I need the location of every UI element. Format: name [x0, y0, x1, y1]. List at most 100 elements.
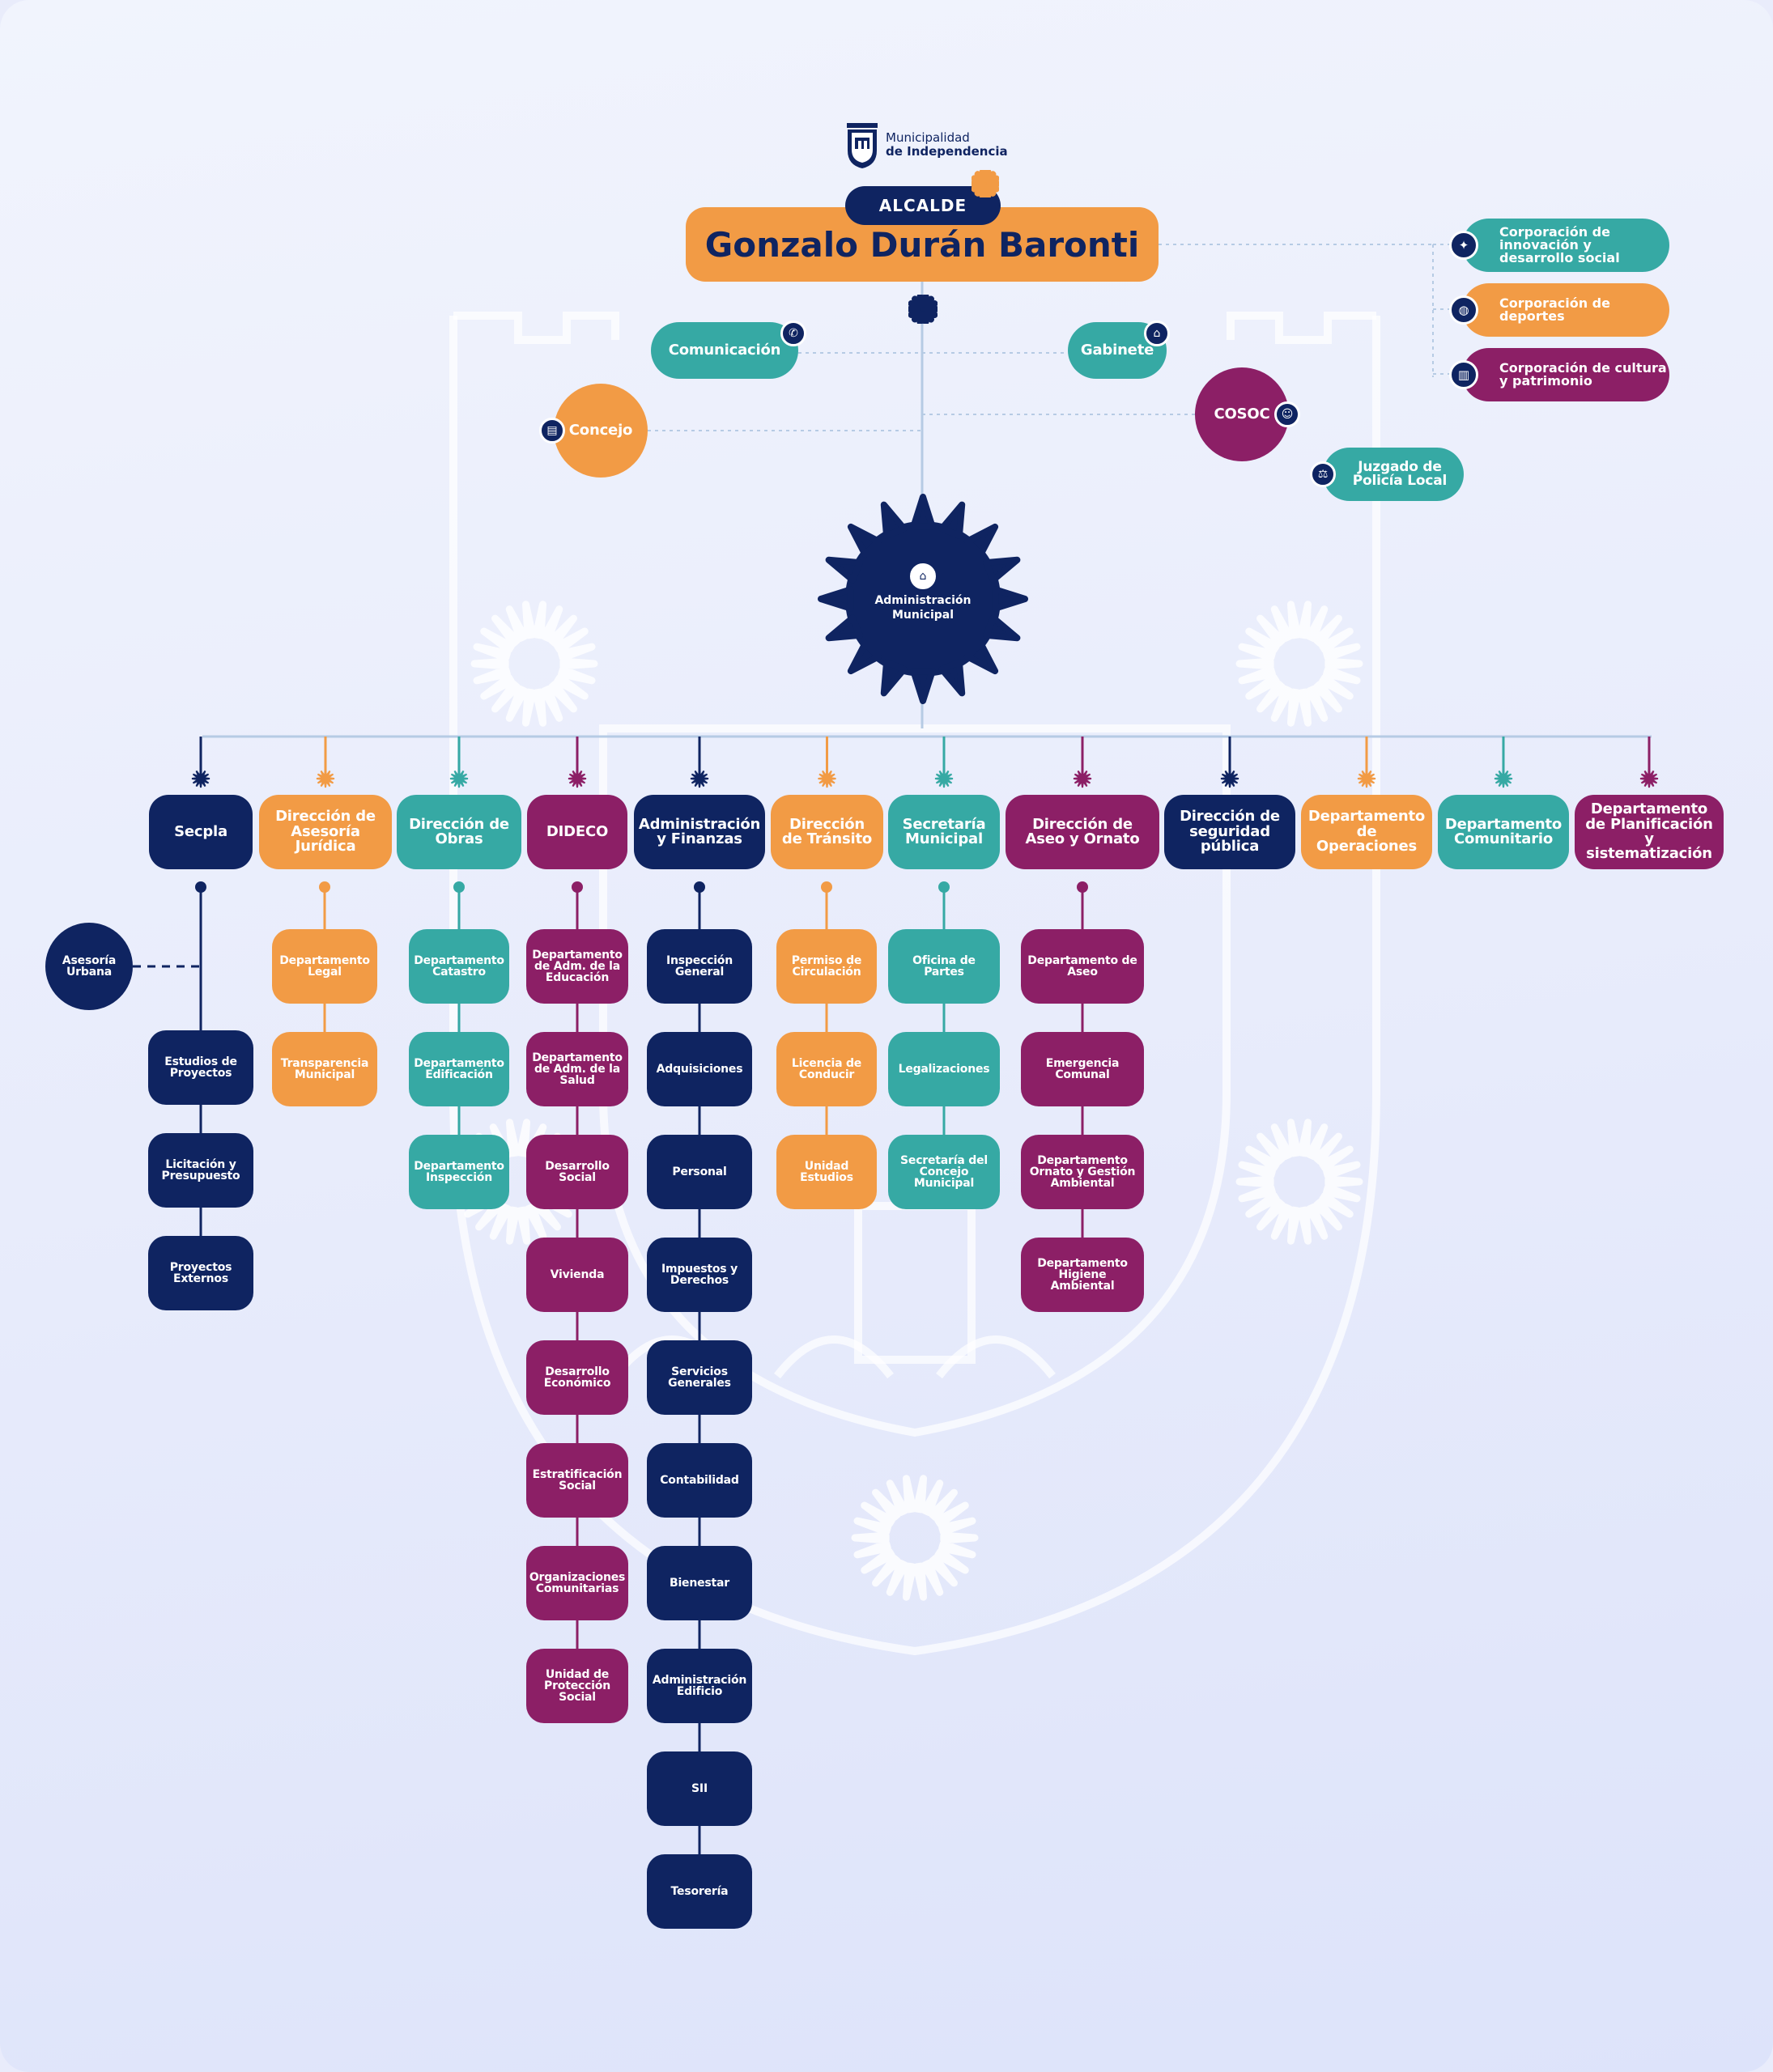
subunit-node-3-2[interactable]: Desarrollo Social [526, 1135, 628, 1209]
subunit-node-3-7-label: Unidad de Protección Social [544, 1667, 610, 1705]
subunit-node-3-1[interactable]: Departamento de Adm. de la Salud [526, 1032, 628, 1106]
subunit-node-1-0-label: Departamento Legal [279, 953, 370, 979]
corporation-label: Corporación de innovación y desarrollo s… [1499, 224, 1620, 265]
subunit-node-0-0[interactable]: Estudios de Proyectos [148, 1030, 253, 1105]
subunit-node-7-1[interactable]: Emergencia Comunal [1021, 1032, 1144, 1106]
department-sun-marker-8 [1220, 769, 1239, 788]
administracion-municipal-node[interactable] [810, 486, 1036, 712]
department-sun-marker-11 [1639, 769, 1659, 788]
children-spine-dot-7 [1077, 881, 1088, 893]
subunit-node-2-2[interactable]: Departamento Inspección [409, 1135, 509, 1209]
subunit-node-2-1-label: Departamento Edificación [414, 1056, 504, 1081]
subunit-node-4-9-label: Tesorería [670, 1884, 729, 1898]
subunit-node-2-1[interactable]: Departamento Edificación [409, 1032, 509, 1106]
children-spine-dot-4 [694, 881, 705, 893]
concejo-node[interactable]: Concejo [554, 384, 648, 478]
corporation-label: Corporación de cultura y patrimonio [1499, 360, 1667, 388]
subunit-node-3-4[interactable]: Desarrollo Económico [526, 1340, 628, 1415]
subunit-node-3-5[interactable]: Estratificación Social [526, 1443, 628, 1518]
department-node-7[interactable]: Dirección de Aseo y Ornato [1006, 795, 1159, 869]
subunit-node-6-0[interactable]: Oficina de Partes [888, 929, 1000, 1004]
cosoc-label: COSOC [1214, 405, 1270, 422]
subunit-node-7-2-label: Departamento Ornato y Gestión Ambiental [1029, 1153, 1136, 1191]
watermark-sunflower-rays [1235, 601, 1363, 727]
department-sun-marker-0 [191, 769, 210, 788]
admin-sun-rays [818, 494, 1028, 704]
subunit-node-3-6-label: Organizaciones Comunitarias [529, 1570, 626, 1595]
subunit-node-4-7-label: Administración Edificio [652, 1673, 747, 1698]
subunit-node-6-1[interactable]: Legalizaciones [888, 1032, 1000, 1106]
subunit-node-6-2[interactable]: Secretaría del Concejo Municipal [888, 1135, 1000, 1209]
subunit-node-1-0[interactable]: Departamento Legal [272, 929, 377, 1004]
subunit-node-3-7[interactable]: Unidad de Protección Social [526, 1649, 628, 1723]
cosoc-node[interactable]: COSOC [1195, 367, 1289, 461]
subunit-node-3-0[interactable]: Departamento de Adm. de la Educación [526, 929, 628, 1004]
subunit-node-4-1[interactable]: Adquisiciones [647, 1032, 752, 1106]
subunit-node-5-1-label: Licencia de Conducir [791, 1056, 862, 1081]
subunit-node-4-7[interactable]: Administración Edificio [647, 1649, 752, 1723]
subunit-node-4-9[interactable]: Tesorería [647, 1854, 752, 1929]
subunit-node-3-6[interactable]: Organizaciones Comunitarias [526, 1546, 628, 1620]
asesoria-urbana-label: Asesoría Urbana [62, 953, 117, 979]
subunit-node-7-0[interactable]: Departamento de Aseo [1021, 929, 1144, 1004]
subunit-node-5-0[interactable]: Permiso de Circulación [776, 929, 877, 1004]
subunit-node-5-0-label: Permiso de Circulación [791, 953, 862, 979]
watermark-sunflower-rays [470, 601, 598, 727]
logo-text: Municipalidad de Independencia [886, 130, 1008, 159]
subunit-node-5-2[interactable]: Unidad Estudios [776, 1135, 877, 1209]
department-node-8[interactable]: Dirección de seguridad pública [1164, 795, 1295, 869]
house-icon: ⌂ [910, 563, 936, 589]
subunit-node-4-8[interactable]: SII [647, 1751, 752, 1826]
subunit-node-4-2[interactable]: Personal [647, 1135, 752, 1209]
department-node-10-label: Departamento Comunitario [1444, 815, 1563, 847]
subunit-node-1-1[interactable]: Transparencia Municipal [272, 1032, 377, 1106]
subunit-node-5-1[interactable]: Licencia de Conducir [776, 1032, 877, 1106]
department-node-1[interactable]: Dirección de Asesoría Jurídica [259, 795, 392, 869]
department-sun-marker-1 [316, 769, 335, 788]
subunit-node-4-6-label: Bienestar [669, 1576, 729, 1590]
watermark-sunflower-2 [1235, 1119, 1363, 1245]
people-icon: ☺ [1274, 401, 1300, 427]
orange-sun-icon [972, 170, 999, 197]
subunit-node-4-0[interactable]: Inspección General [647, 929, 752, 1004]
department-node-9[interactable]: Departamento de Operaciones [1301, 795, 1432, 869]
subunit-node-7-0-label: Departamento de Aseo [1027, 953, 1137, 979]
subunit-node-2-0[interactable]: Departamento Catastro [409, 929, 509, 1004]
department-node-6-label: Secretaría Municipal [902, 815, 986, 847]
subunit-node-4-4[interactable]: Servicios Generales [647, 1340, 752, 1415]
subunit-node-3-3[interactable]: Vivienda [526, 1238, 628, 1312]
subunit-node-0-2[interactable]: Proyectos Externos [148, 1236, 253, 1310]
subunit-node-4-3[interactable]: Impuestos y Derechos [647, 1238, 752, 1312]
corporation-node[interactable]: Corporación de cultura y patrimonio [1462, 348, 1669, 401]
subunit-node-7-3[interactable]: Departamento Higiene Ambiental [1021, 1238, 1144, 1312]
comunicacion-node[interactable]: Comunicación [651, 322, 798, 379]
juzgado-node[interactable]: Juzgado de Policía Local [1323, 448, 1464, 501]
subunit-node-0-1[interactable]: Licitación y Presupuesto [148, 1133, 253, 1208]
subunit-node-4-6[interactable]: Bienestar [647, 1546, 752, 1620]
department-node-5[interactable]: Dirección de Tránsito [771, 795, 883, 869]
children-spine-dot-6 [938, 881, 950, 893]
department-node-3[interactable]: DIDECO [527, 795, 627, 869]
children-spine-dot-5 [821, 881, 832, 893]
watermark-sunflower-0 [470, 601, 598, 727]
subunit-node-0-0-label: Estudios de Proyectos [164, 1055, 237, 1080]
department-node-11[interactable]: Departamento de Planificación y sistemat… [1575, 795, 1724, 869]
subunit-node-4-5[interactable]: Contabilidad [647, 1443, 752, 1518]
asesoria-urbana-node[interactable]: Asesoría Urbana [45, 923, 133, 1010]
children-spine-dot-2 [453, 881, 465, 893]
department-node-2[interactable]: Dirección de Obras [397, 795, 521, 869]
department-node-4[interactable]: Administración y Finanzas [634, 795, 765, 869]
subunit-node-7-2[interactable]: Departamento Ornato y Gestión Ambiental [1021, 1135, 1144, 1209]
subunit-node-4-4-label: Servicios Generales [668, 1365, 731, 1390]
corporation-node[interactable]: Corporación de deportes [1462, 283, 1669, 337]
department-node-0[interactable]: Secpla [149, 795, 253, 869]
subunit-node-4-1-label: Adquisiciones [656, 1062, 743, 1076]
corporation-node[interactable]: Corporación de innovación y desarrollo s… [1462, 219, 1669, 272]
subunit-node-3-2-label: Desarrollo Social [545, 1159, 610, 1184]
department-sun-marker-5 [818, 769, 836, 788]
department-node-6[interactable]: Secretaría Municipal [888, 795, 1000, 869]
building-icon: ▥ [1449, 360, 1478, 389]
department-node-10[interactable]: Departamento Comunitario [1438, 795, 1569, 869]
